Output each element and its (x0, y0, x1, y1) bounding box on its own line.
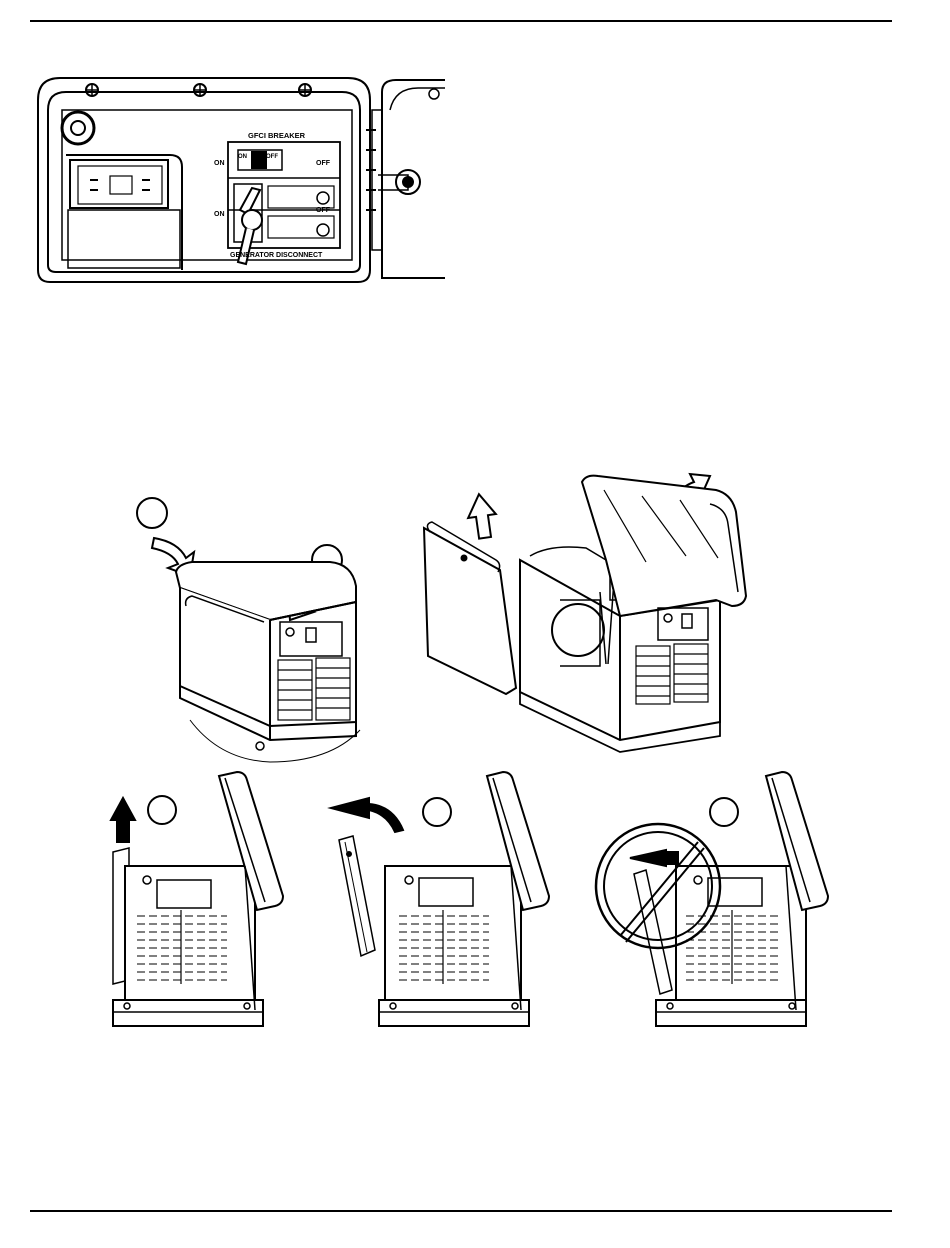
screw-icon (299, 84, 311, 96)
up-arrow-icon (111, 798, 135, 842)
generator-closed-figure (120, 490, 370, 775)
screw-icon (194, 84, 206, 96)
fuse-cap-icon (62, 112, 94, 144)
step-circle (137, 498, 167, 528)
bottom-rule (30, 1210, 892, 1212)
lift-arrow-icon (465, 492, 499, 539)
generator-disconnect-label: GENERATOR DISCONNECT (230, 252, 323, 259)
off-label: OFF (316, 160, 331, 167)
step-circle (710, 798, 738, 826)
screw-icon (86, 84, 98, 96)
step-prohibited-figure (590, 770, 840, 1030)
roof-lid (582, 476, 746, 616)
step-lift-panel-figure (105, 770, 300, 1030)
curved-arrow-icon (331, 798, 403, 832)
switch-off-text: OFF (266, 154, 278, 160)
off-label: OFF (316, 207, 331, 214)
control-panel-figure: GFCI BREAKER ON OFF ON OFF ON OFF GENERA… (30, 70, 450, 290)
step-circle (148, 796, 176, 824)
step-remove-panel-figure (325, 770, 565, 1030)
switch-on-text: ON (238, 154, 247, 160)
gfci-breaker-label: GFCI BREAKER (248, 131, 306, 140)
side-panel (424, 528, 516, 694)
step-circle (423, 798, 451, 826)
top-rule (30, 20, 892, 22)
generator-opened-figure (410, 460, 760, 755)
on-label: ON (214, 160, 225, 167)
on-label: ON (214, 211, 225, 218)
